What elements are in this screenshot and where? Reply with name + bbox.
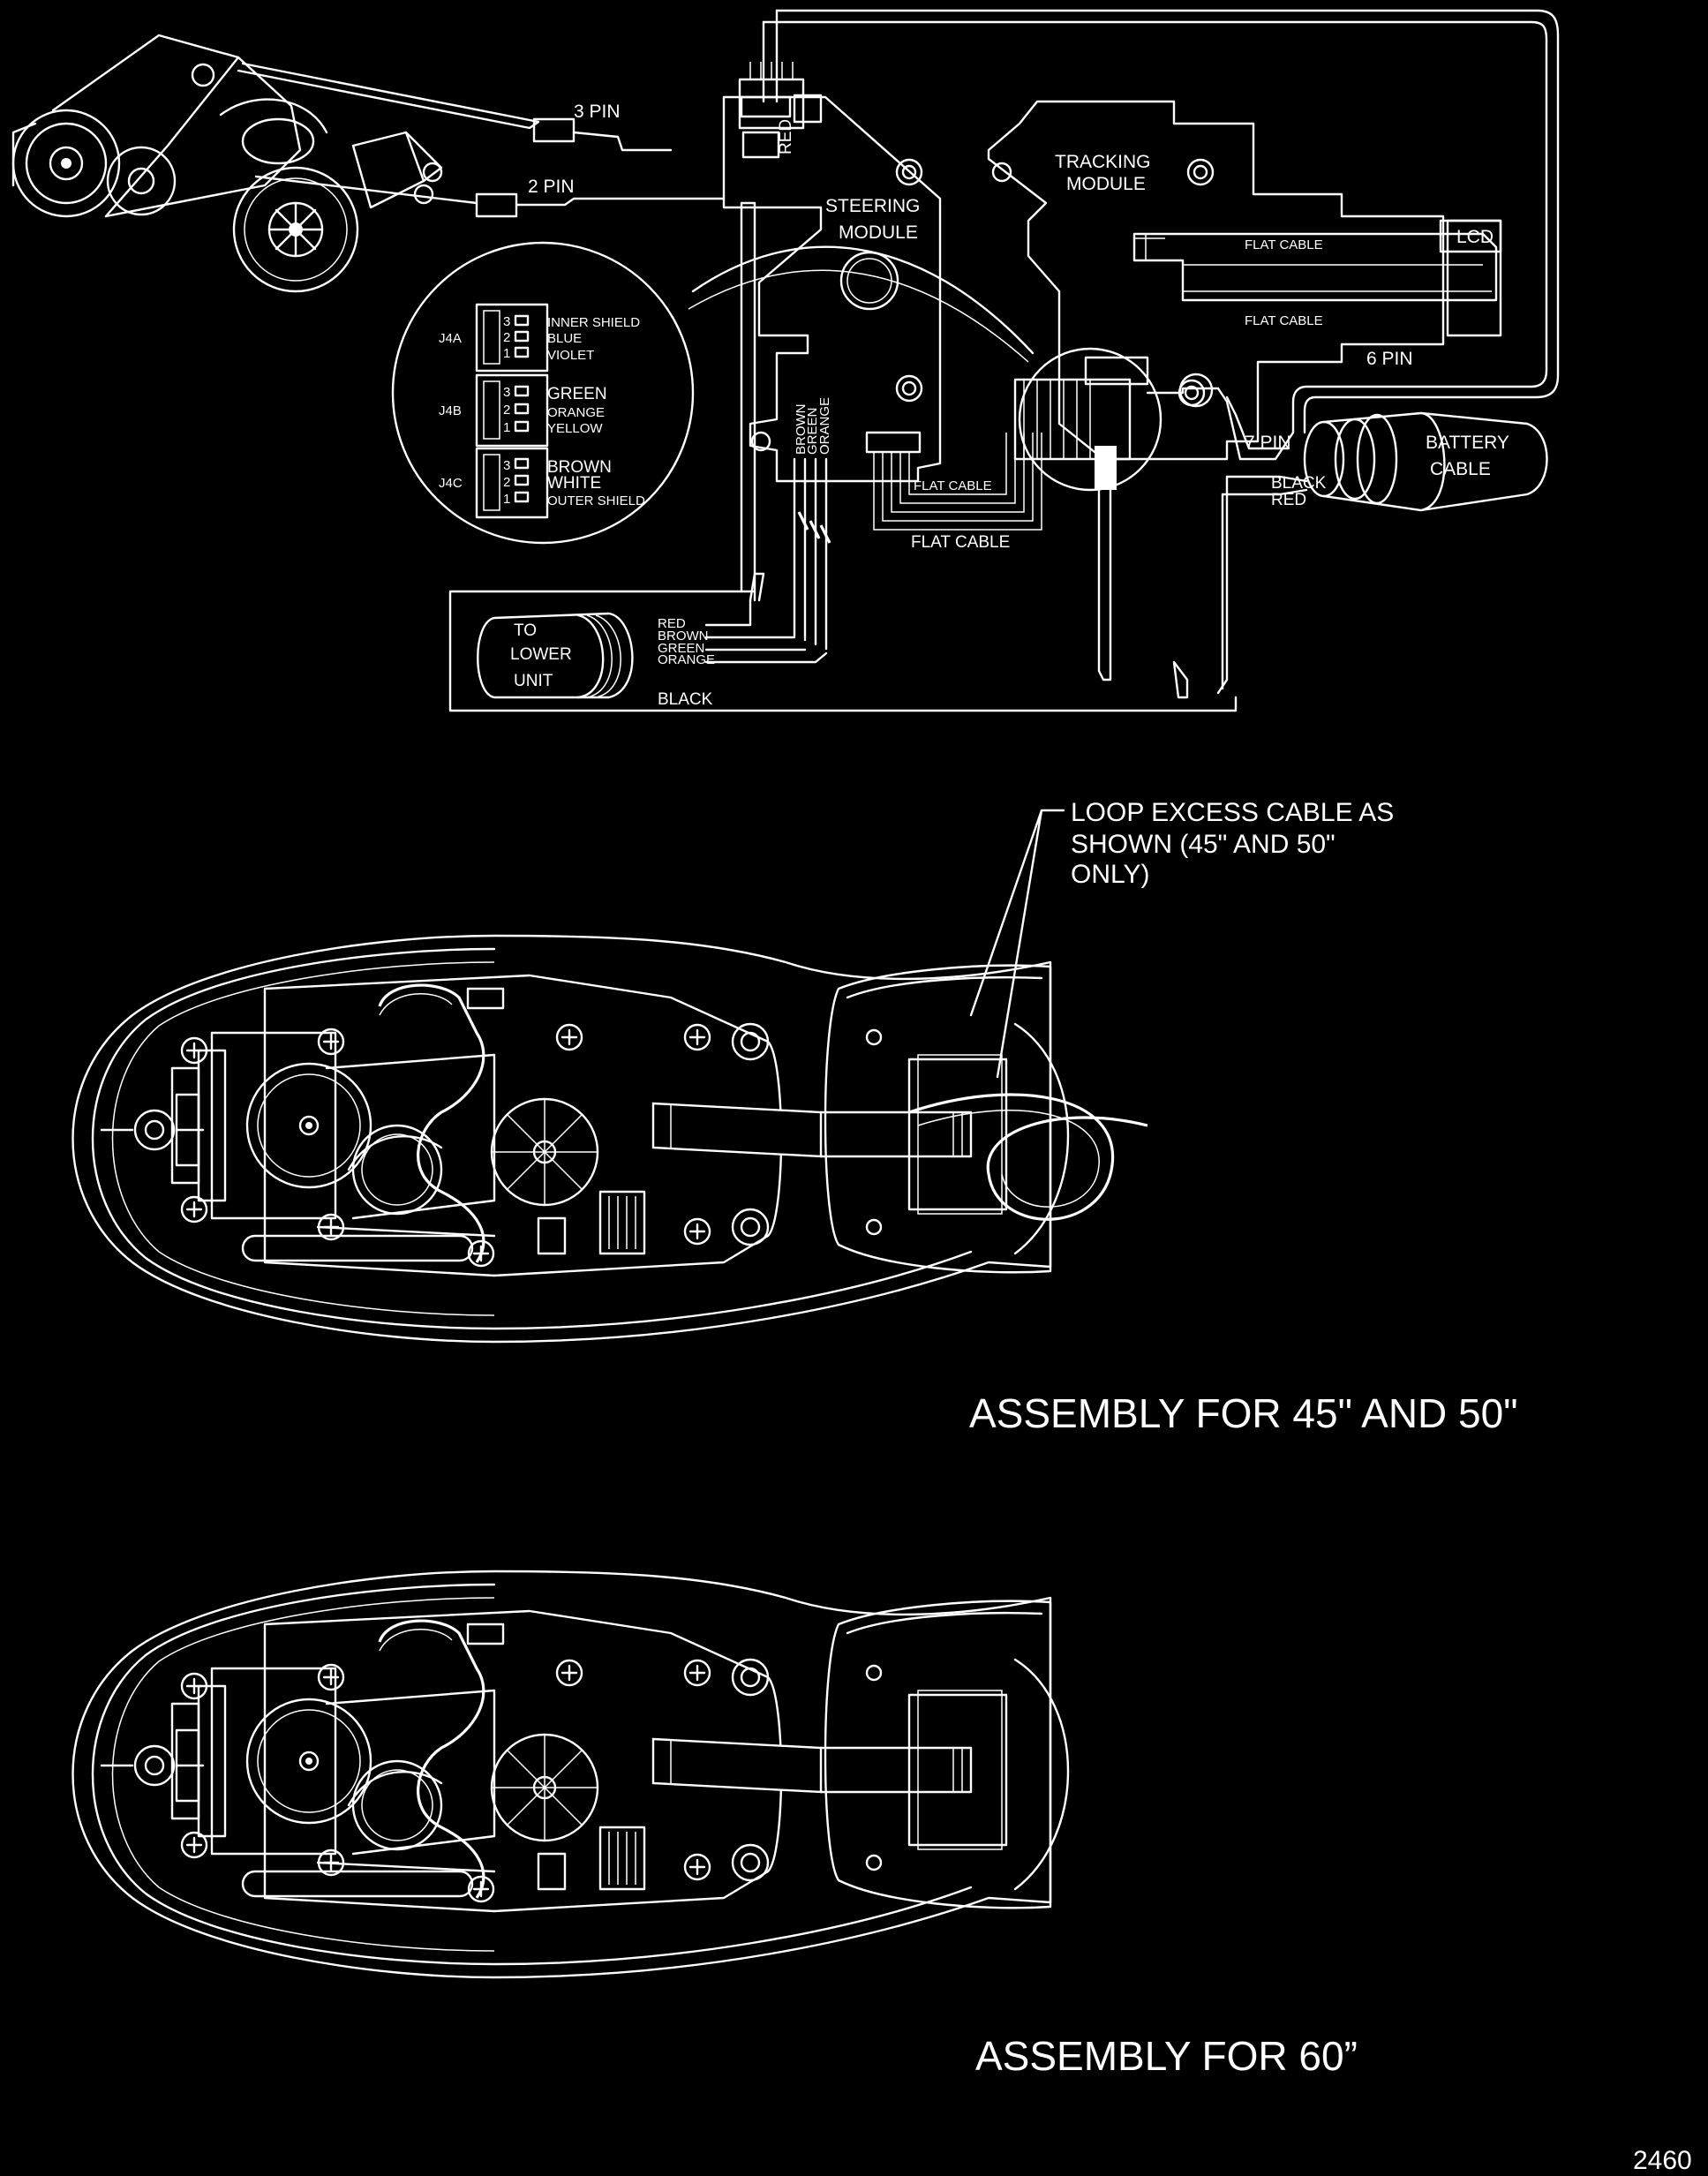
j4c-pin-3: 3 xyxy=(503,458,510,473)
steering-module: STEERING MODULE xyxy=(722,95,942,483)
tracking-module-line-2: MODULE xyxy=(1066,174,1146,194)
loop-cable-callout: LOOP EXCESS CABLE AS SHOWN (45" AND 50" … xyxy=(969,798,1394,1079)
battery-cable-line-2: CABLE xyxy=(1430,459,1491,479)
battery-cable-connector: BATTERY CABLE xyxy=(1303,411,1548,512)
motor-assembly xyxy=(11,34,443,293)
lower-wire-red: RED xyxy=(658,616,686,631)
flat-cable-label-right: FLAT CABLE xyxy=(1245,313,1323,328)
connector-detail: J4A 3 2 1 INNER SHIELD BLUE VIOLET J4B 3… xyxy=(391,241,1035,545)
j4a-label: J4A xyxy=(439,331,462,346)
j4a-pin-1: 1 xyxy=(503,346,510,361)
j4a-pin-2: 2 xyxy=(503,330,510,345)
j4a-wire-2: BLUE xyxy=(547,331,582,346)
steering-module-line-2: MODULE xyxy=(839,222,918,243)
j4a-wire-3: VIOLET xyxy=(547,348,594,363)
figure-number: 2460 xyxy=(1633,2146,1692,2175)
lower-wire-brown: BROWN xyxy=(658,629,709,644)
label-red-vertical: RED xyxy=(777,119,795,154)
wiring-section: 3 PIN 2 PIN J4A 3 2 1 INNER SHIELD BLUE … xyxy=(11,9,1560,712)
j4c-wire-3: OUTER SHIELD xyxy=(547,493,645,508)
flat-cable-label-top: FLAT CABLE xyxy=(1245,237,1323,252)
steering-module-line-1: STEERING xyxy=(825,196,920,216)
j4a-pin-3: 3 xyxy=(503,314,510,329)
callout-line-2: SHOWN (45" AND 50" xyxy=(1071,830,1336,859)
assembly-60-label: ASSEMBLY FOR 60” xyxy=(975,2033,1358,2079)
j4b-pin-2: 2 xyxy=(503,403,510,418)
j4b-label: J4B xyxy=(439,403,462,418)
label-green-vertical: GREEN xyxy=(805,408,820,455)
callout-line-1: LOOP EXCESS CABLE AS xyxy=(1071,798,1394,827)
j4c-label: J4C xyxy=(439,476,463,491)
to-lower-unit-line-2: LOWER xyxy=(510,645,572,664)
assembly-60 xyxy=(73,1571,1069,1977)
j4c-wire-1: BROWN xyxy=(547,458,612,477)
label-2-pin: 2 PIN xyxy=(528,177,575,197)
lower-wire-green: GREEN xyxy=(658,641,704,656)
j4c-pin-2: 2 xyxy=(503,475,510,490)
flat-cable-label-1: FLAT CABLE xyxy=(914,478,992,493)
j4c-wire-2: WHITE xyxy=(547,474,601,493)
j4a-wire-1: INNER SHIELD xyxy=(547,315,640,330)
lower-wire-orange: ORANGE xyxy=(658,652,715,667)
j4b-pin-3: 3 xyxy=(503,385,510,400)
assembly-45-50 xyxy=(73,936,1148,1342)
label-orange-vertical: ORANGE xyxy=(817,397,832,455)
label-red: RED xyxy=(1271,491,1306,509)
j4b-pin-1: 1 xyxy=(503,420,510,435)
label-brown-vertical: BROWN xyxy=(794,404,809,456)
j4c-pin-1: 1 xyxy=(503,492,510,507)
to-lower-unit-line-3: UNIT xyxy=(514,672,553,690)
tracking-module: TRACKING MODULE LCD FLAT CABLE FLAT CABL… xyxy=(987,100,1502,461)
label-3-pin: 3 PIN xyxy=(574,102,621,122)
j4b-wire-3: YELLOW xyxy=(547,421,603,436)
tracking-module-line-1: TRACKING xyxy=(1055,152,1151,172)
lcd-label: LCD xyxy=(1456,227,1494,247)
to-lower-unit-line-1: TO xyxy=(514,621,537,640)
j4b-wire-1: GREEN xyxy=(547,385,607,403)
label-black: BLACK xyxy=(1271,474,1327,493)
flat-cable-label-2: FLAT CABLE xyxy=(911,533,1010,552)
label-7-pin: 7 PIN xyxy=(1245,433,1291,453)
lower-wire-black: BLACK xyxy=(658,690,713,709)
callout-line-3: ONLY) xyxy=(1071,860,1149,889)
label-6-pin: 6 PIN xyxy=(1366,349,1413,369)
lower-unit-box: TO LOWER UNIT RED BROWN GREEN ORANGE BLA… xyxy=(448,201,1238,712)
battery-cable-line-1: BATTERY xyxy=(1426,433,1509,453)
j4b-wire-2: ORANGE xyxy=(547,405,605,420)
assembly-45-50-label: ASSEMBLY FOR 45" AND 50" xyxy=(969,1390,1518,1436)
